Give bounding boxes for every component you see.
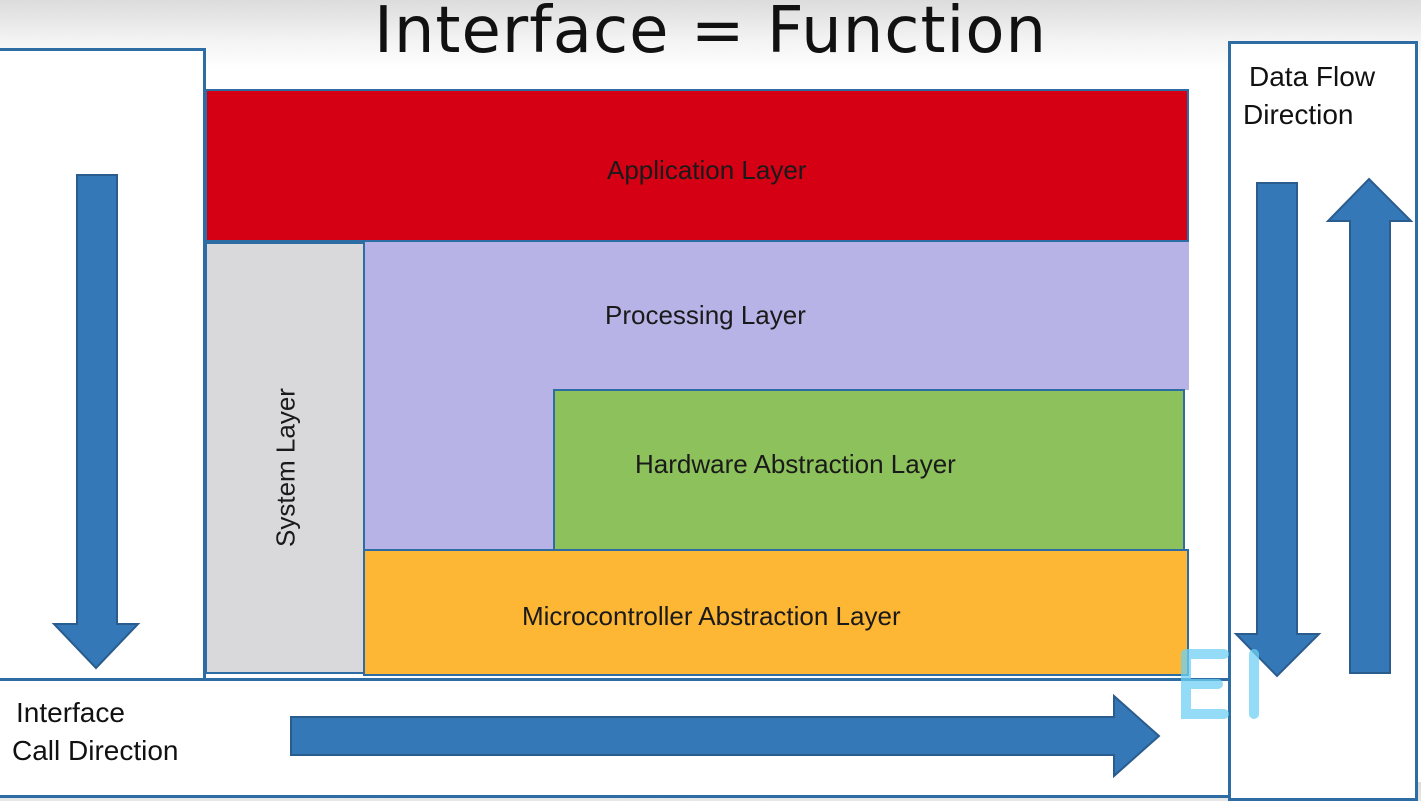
data-flow-direction-label: Data Flow Direction — [1243, 58, 1375, 134]
interface-call-line2: Call Direction — [12, 735, 179, 766]
page-title: Interface = Function — [373, 0, 1048, 68]
application-layer-label: Application Layer — [607, 155, 807, 185]
hardware-abstraction-layer: Hardware Abstraction Layer — [553, 389, 1185, 551]
data-flow-line2: Direction — [1243, 99, 1354, 130]
system-layer-label: System Layer — [270, 388, 301, 547]
interface-call-direction-label: Interface Call Direction — [12, 694, 179, 770]
ei-logo-icon — [1180, 648, 1276, 720]
microcontroller-abstraction-layer: Microcontroller Abstraction Layer — [363, 549, 1189, 676]
interface-call-line1: Interface — [16, 697, 125, 728]
processing-layer-top: Processing Layer — [363, 242, 1189, 390]
arrow-down-icon — [1233, 182, 1322, 678]
hardware-abstraction-layer-label: Hardware Abstraction Layer — [635, 449, 956, 479]
data-flow-line1: Data Flow — [1249, 61, 1376, 92]
arrow-right-icon — [290, 693, 1161, 779]
microcontroller-abstraction-layer-label: Microcontroller Abstraction Layer — [522, 601, 901, 631]
arrow-up-icon — [1325, 177, 1414, 674]
processing-layer-label: Processing Layer — [605, 300, 806, 330]
arrow-down-icon — [51, 174, 141, 670]
application-layer: Application Layer — [205, 89, 1189, 242]
system-layer: System Layer — [205, 242, 365, 674]
processing-layer-bottom — [363, 388, 555, 552]
